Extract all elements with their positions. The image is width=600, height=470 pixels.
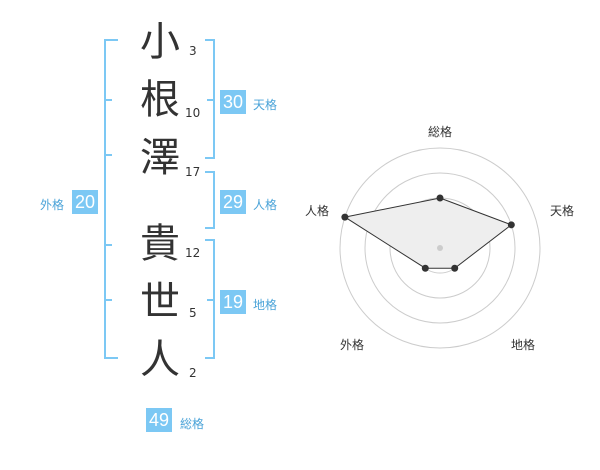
- radar-axis-label-chikaku: 地格: [511, 338, 536, 352]
- radar-axis-label-jinkaku: 人格: [305, 204, 330, 218]
- stroke-count-3: 17: [185, 165, 201, 179]
- gaikaku-value-badge: 20: [72, 190, 99, 214]
- stroke-count-6: 2: [189, 366, 197, 380]
- radar-center-dot: [437, 245, 443, 251]
- stroke-count-1: 3: [189, 44, 197, 58]
- radar-axis-label-gaikaku: 外格: [340, 338, 365, 352]
- radar-point: [507, 221, 515, 229]
- soukaku-label: 総格: [180, 417, 205, 431]
- stroke-count-4: 12: [185, 246, 201, 260]
- radar-point: [341, 213, 349, 221]
- name-char-6: 人: [140, 337, 180, 383]
- gaikaku-bracket: [104, 39, 118, 359]
- chikaku-label: 地格: [253, 298, 278, 312]
- jinkaku-bracket: [205, 171, 215, 229]
- radar-point: [421, 264, 429, 272]
- name-char-5: 世: [140, 279, 180, 325]
- name-char-1: 小: [140, 19, 180, 65]
- name-char-4: 貴: [140, 221, 180, 267]
- radar-ring: [364, 172, 516, 324]
- radar-point: [451, 264, 459, 272]
- tenkaku-label: 天格: [253, 98, 278, 112]
- stroke-count-5: 5: [189, 306, 197, 320]
- radar-ring: [339, 147, 541, 349]
- soukaku-value-badge: 49: [146, 408, 173, 432]
- radar-axis-label-soukaku: 総格: [428, 125, 453, 139]
- name-char-3: 澤: [140, 135, 180, 181]
- tenkaku-value-badge: 30: [220, 90, 247, 114]
- chikaku-value-badge: 19: [220, 290, 247, 314]
- radar-polygon: [343, 197, 513, 269]
- stroke-count-2: 10: [185, 106, 201, 120]
- name-char-2: 根: [140, 77, 180, 123]
- gaikaku-label: 外格: [40, 198, 65, 212]
- radar-points: [341, 194, 515, 272]
- jinkaku-value-badge: 29: [220, 190, 247, 214]
- radar-point: [436, 194, 444, 202]
- jinkaku-label: 人格: [253, 198, 278, 212]
- radar-axis-label-tenkaku: 天格: [550, 204, 575, 218]
